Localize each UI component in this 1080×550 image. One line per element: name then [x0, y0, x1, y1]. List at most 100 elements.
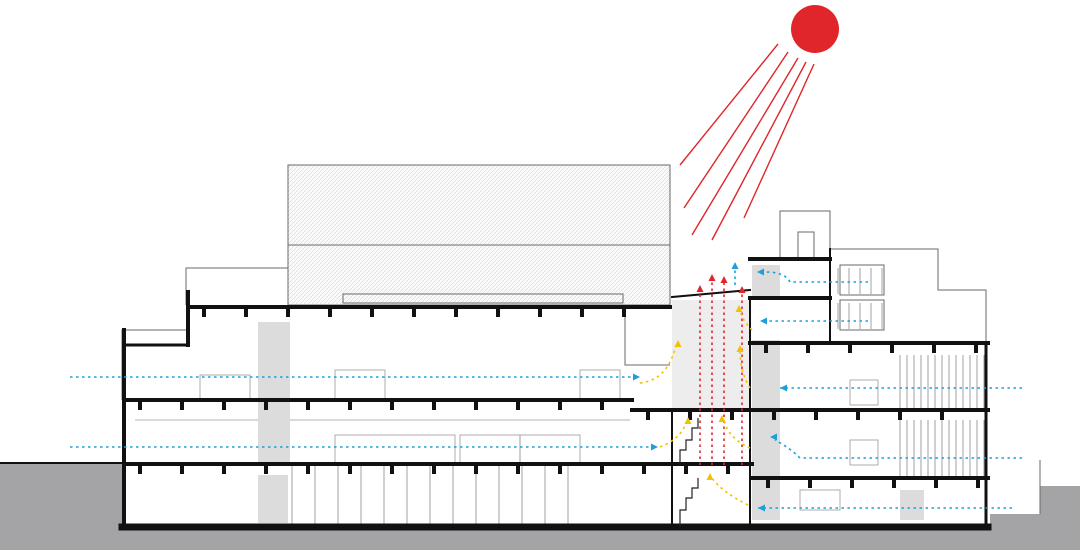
beam	[454, 308, 458, 317]
beam	[684, 465, 688, 474]
beam	[348, 401, 352, 410]
structure	[118, 248, 992, 531]
atrium-roof	[670, 288, 752, 299]
beam	[976, 479, 980, 488]
beam	[848, 344, 852, 353]
beam	[244, 308, 248, 317]
window-ground-left	[199, 374, 251, 401]
window-mid-right	[579, 369, 621, 401]
beam	[850, 479, 854, 488]
fly-tower	[287, 164, 671, 306]
atrium-stair	[679, 418, 699, 527]
ground	[0, 462, 1080, 550]
hot-air-arrow-head	[696, 285, 704, 292]
convection-arrow	[723, 419, 751, 449]
beam	[328, 308, 332, 317]
beam	[390, 465, 394, 474]
convection-arrow	[711, 477, 749, 506]
shaft-top	[752, 265, 780, 297]
fresh-air-arrow-head	[633, 373, 640, 381]
beam	[856, 411, 860, 420]
window-l1-a	[334, 434, 456, 466]
convection-arrow	[739, 349, 751, 389]
beam	[306, 401, 310, 410]
hot-air-arrow-head	[720, 276, 728, 283]
convection-arrow-head	[706, 473, 714, 480]
ground-left	[0, 463, 125, 550]
window-l1-c	[519, 434, 581, 466]
sun-icon	[791, 5, 839, 53]
beam	[286, 308, 290, 317]
beam	[890, 344, 894, 353]
beam	[558, 465, 562, 474]
fresh-air-arrow-head	[651, 443, 658, 451]
ground-under	[120, 530, 1000, 550]
beams	[138, 308, 980, 488]
beam	[264, 465, 268, 474]
solar-ray	[711, 61, 807, 241]
fresh-air-arrow-head	[731, 262, 739, 269]
beam	[622, 308, 626, 317]
beam	[222, 465, 226, 474]
fresh-air-arrow-head	[760, 317, 767, 325]
window-mid-left	[334, 369, 386, 401]
beam	[808, 479, 812, 488]
beam	[496, 308, 500, 317]
beam	[766, 479, 770, 488]
beam	[264, 401, 268, 410]
window-east-low	[849, 439, 879, 466]
ground-right	[990, 514, 1080, 550]
window-l1-b	[459, 434, 521, 466]
ground-right-step	[1040, 486, 1080, 516]
beam	[390, 401, 394, 410]
balcony-frame-lower	[839, 299, 885, 331]
beam	[806, 344, 810, 353]
beam	[474, 465, 478, 474]
beam	[814, 411, 818, 420]
beam	[432, 401, 436, 410]
beam	[600, 465, 604, 474]
window-east-ground	[799, 489, 841, 511]
convection-arrow-head	[718, 415, 726, 422]
hot-air-arrow-head	[738, 286, 746, 293]
convection-arrow-head	[684, 417, 692, 424]
fresh-air-arrow-head	[757, 268, 764, 276]
shaft-left	[258, 322, 290, 462]
solar-ray	[679, 43, 779, 166]
beam	[646, 411, 650, 420]
fresh-air-arrow-head	[770, 433, 777, 441]
fresh-air-arrow	[764, 271, 868, 283]
beam	[600, 401, 604, 410]
sun-radiation	[679, 5, 839, 241]
beam	[892, 479, 896, 488]
stair-tower-window	[797, 231, 815, 259]
shaft-left-ground	[258, 475, 288, 523]
beam	[730, 411, 734, 420]
solar-ray	[743, 63, 815, 219]
shafts	[258, 265, 924, 523]
beam	[516, 465, 520, 474]
stair-tower	[779, 210, 831, 259]
window-east-mid	[849, 379, 879, 406]
beam	[642, 465, 646, 474]
fresh-air-arrow-head	[758, 504, 765, 512]
beam	[688, 411, 692, 420]
beam	[934, 479, 938, 488]
solar-ray	[691, 57, 799, 236]
beam	[180, 401, 184, 410]
convection-arrow-head	[674, 340, 682, 347]
auditorium-rake	[624, 305, 670, 366]
curtain-walls	[291, 268, 985, 525]
beam	[222, 401, 226, 410]
beam	[516, 401, 520, 410]
shaft-east	[900, 490, 924, 520]
shaft-right	[752, 340, 780, 520]
beam	[580, 308, 584, 317]
beam	[974, 344, 978, 353]
beam	[940, 411, 944, 420]
beam	[138, 465, 142, 474]
convection-arrow	[739, 309, 753, 331]
beam	[772, 411, 776, 420]
